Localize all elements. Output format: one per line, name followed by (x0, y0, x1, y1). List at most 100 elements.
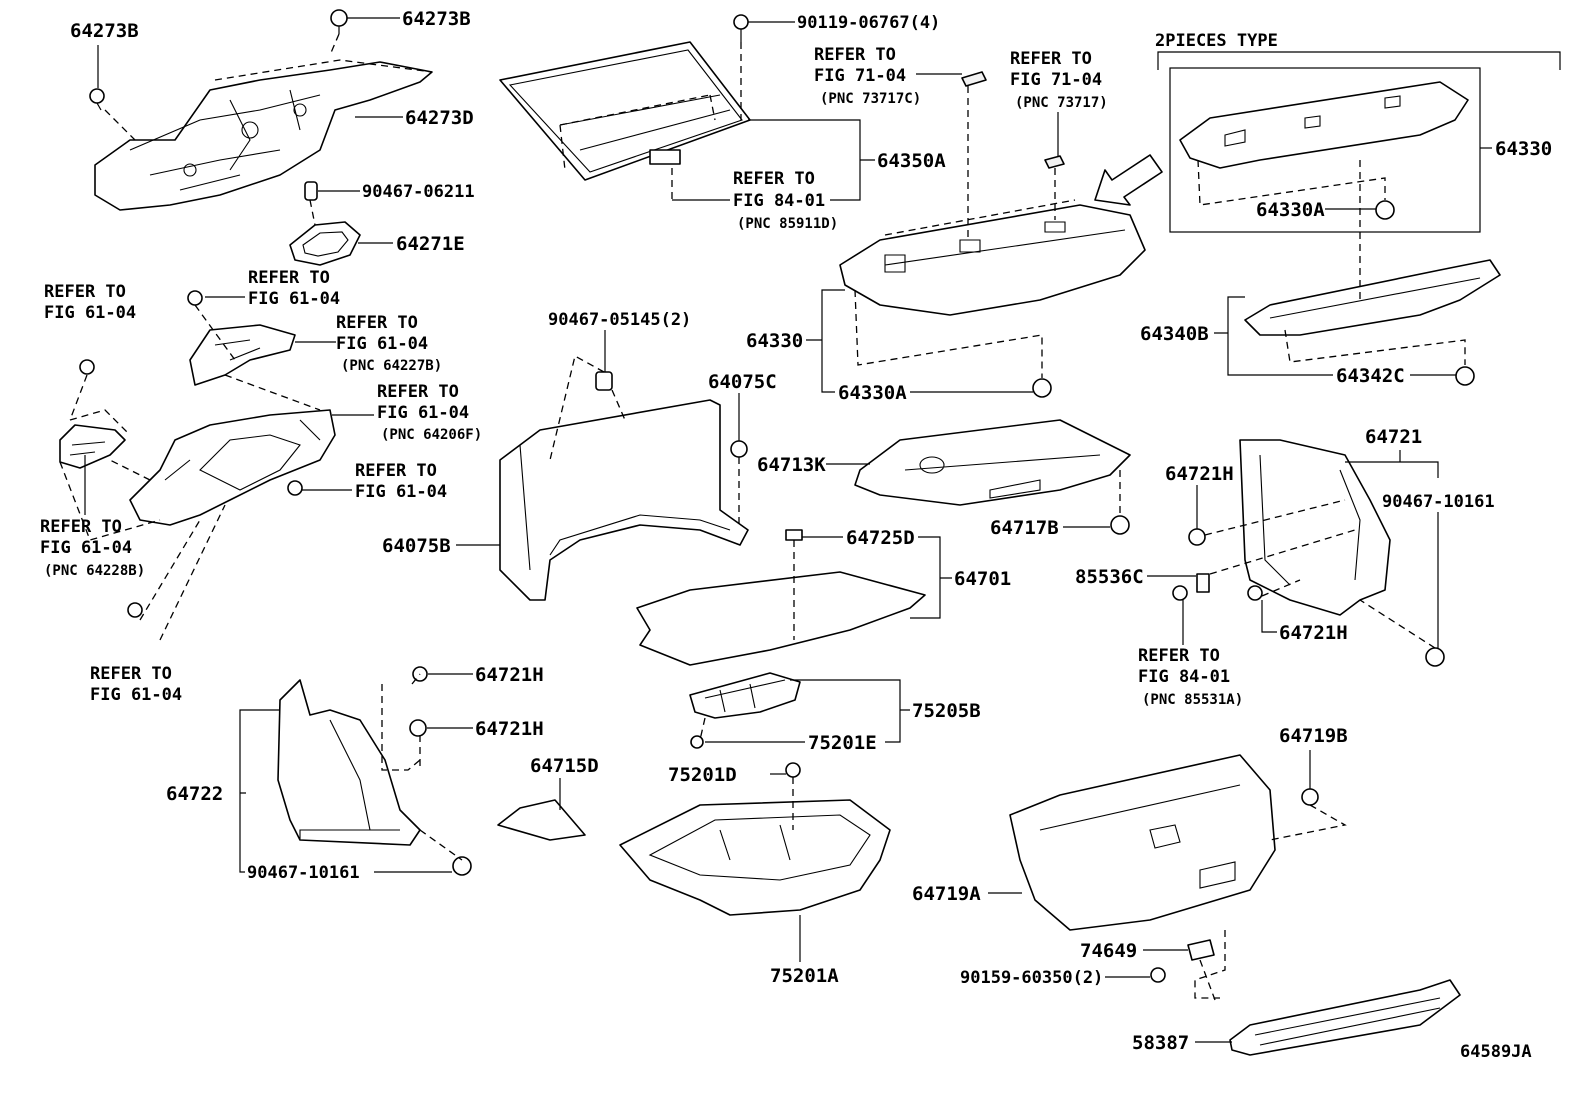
svg-text:FIG 61-04: FIG 61-04 (377, 403, 469, 423)
clip-64330A-box (1375, 200, 1395, 220)
label-74649: 74649 (1080, 940, 1137, 962)
svg-text:REFER TO: REFER TO (90, 664, 172, 684)
part-64330-box (1179, 81, 1469, 169)
clip-90467-05145 (595, 371, 613, 391)
svg-text:REFER TO: REFER TO (377, 382, 459, 402)
svg-text:FIG 71-04: FIG 71-04 (814, 66, 906, 86)
svg-text:FIG 61-04: FIG 61-04 (355, 482, 447, 502)
clip-64273B-b (330, 9, 348, 34)
part-64713K (854, 419, 1131, 506)
svg-text:REFER TO: REFER TO (1010, 49, 1092, 69)
svg-text:FIG 71-04: FIG 71-04 (1010, 70, 1102, 90)
svg-text:(PNC 73717): (PNC 73717) (1015, 95, 1108, 111)
clip-90467-06211 (304, 181, 318, 201)
clip-85536C (1196, 573, 1210, 593)
part-64701 (636, 571, 926, 666)
diagram-code: 64589JA (1460, 1042, 1532, 1062)
part-64340B (1244, 259, 1501, 336)
clip-refer-85531A (1172, 585, 1188, 601)
label-64342C: 64342C (1336, 365, 1405, 387)
clip-75201D (785, 762, 801, 778)
label-64075C: 64075C (708, 371, 777, 393)
label-64717B: 64717B (990, 517, 1059, 539)
svg-text:REFER TO: REFER TO (733, 169, 815, 189)
svg-text:FIG 84-01: FIG 84-01 (733, 191, 825, 211)
label-64271E: 64271E (396, 233, 465, 255)
clip-64075C (730, 440, 748, 458)
label-64340B: 64340B (1140, 323, 1209, 345)
clip-64719B (1301, 788, 1319, 806)
part-64719A (1009, 754, 1276, 931)
svg-text:REFER TO: REFER TO (248, 268, 330, 288)
label-64273B-a: 64273B (70, 20, 139, 42)
clip-90467-10161-r (1425, 647, 1445, 667)
clip-left-1 (187, 290, 203, 306)
clip-64342C (1455, 366, 1475, 386)
box-2pieces (1157, 51, 1561, 233)
part-64075B (499, 399, 749, 601)
label-64273B-b: 64273B (402, 8, 471, 30)
label-64721H-r1: 64721H (1165, 463, 1234, 485)
clip-64273B-a (89, 88, 105, 111)
clip-90467-10161-l (452, 856, 472, 876)
label-75201A: 75201A (770, 965, 839, 987)
part-64350A (499, 41, 751, 181)
svg-text:FIG 61-04: FIG 61-04 (90, 685, 182, 705)
clip-64721H-r2 (1247, 585, 1263, 601)
svg-text:REFER TO: REFER TO (44, 282, 126, 302)
part-64330-main (839, 204, 1146, 316)
part-75201A (619, 799, 891, 916)
part-74649 (1187, 939, 1215, 961)
part-58387 (1229, 979, 1461, 1056)
svg-text:(PNC 64206F): (PNC 64206F) (381, 427, 482, 443)
clip-64717B (1110, 515, 1130, 535)
svg-text:(PNC 73717C): (PNC 73717C) (820, 91, 921, 107)
label-2pieces-type: 2PIECES TYPE (1155, 31, 1278, 51)
arrow-indicator (1094, 154, 1163, 206)
part-75205B (689, 672, 801, 719)
svg-text:(PNC 85531A): (PNC 85531A) (1142, 692, 1243, 708)
label-64701: 64701 (954, 568, 1011, 590)
svg-text:REFER TO: REFER TO (1138, 646, 1220, 666)
label-75201E: 75201E (808, 732, 877, 754)
part-labels: 64273B 64273B 64273D 90467-06211 64271E … (70, 8, 1552, 1062)
label-90467-06211: 90467-06211 (362, 182, 475, 202)
svg-text:FIG 61-04: FIG 61-04 (40, 538, 132, 558)
label-64350A: 64350A (877, 150, 946, 172)
label-90467-10161-r: 90467-10161 (1382, 492, 1495, 512)
label-85536C: 85536C (1075, 566, 1144, 588)
label-90119-06767: 90119-06767(4) (797, 13, 940, 33)
clip-64721H-r1 (1188, 528, 1206, 546)
screw-90159 (1150, 967, 1166, 983)
label-90467-05145: 90467-05145(2) (548, 310, 691, 330)
svg-text:REFER TO: REFER TO (814, 45, 896, 65)
label-64330-main: 64330 (746, 330, 803, 352)
svg-text:(PNC 64228B): (PNC 64228B) (44, 563, 145, 579)
svg-text:FIG 61-04: FIG 61-04 (336, 334, 428, 354)
label-90159-60350: 90159-60350(2) (960, 968, 1103, 988)
svg-text:REFER TO: REFER TO (355, 461, 437, 481)
clip-left-3 (287, 480, 303, 496)
label-64713K: 64713K (757, 454, 826, 476)
part-64271E (289, 221, 361, 266)
label-64721H-l2: 64721H (475, 718, 544, 740)
svg-text:(PNC 85911D): (PNC 85911D) (737, 216, 838, 232)
label-75201D: 75201D (668, 764, 737, 786)
leader-lines (84, 17, 1492, 1043)
cap-refer-73717C (961, 71, 987, 87)
clip-64330A-main (1032, 378, 1052, 398)
svg-text:REFER TO: REFER TO (336, 313, 418, 333)
label-90467-10161-l: 90467-10161 (247, 863, 360, 883)
label-64330A-box: 64330A (1256, 199, 1325, 221)
label-64330A-main: 64330A (838, 382, 907, 404)
label-64075B: 64075B (382, 535, 451, 557)
